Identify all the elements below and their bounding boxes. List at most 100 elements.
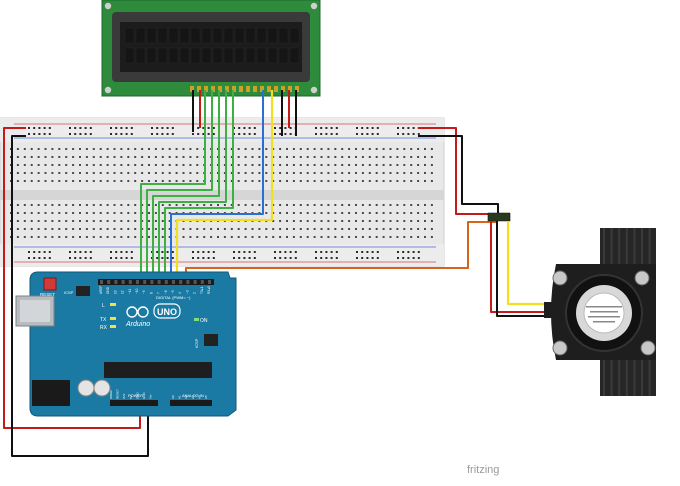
lcd-cell [168, 47, 179, 64]
analog-pin-label: A1 [178, 395, 182, 399]
power-pin-label: 3V3 [122, 393, 126, 399]
lcd-cell [135, 27, 146, 44]
icsp2-header [76, 286, 90, 296]
lcd-cell [289, 47, 300, 64]
digital-header [98, 279, 214, 285]
digital-pin-label: 12 [121, 290, 125, 294]
digital-label: DIGITAL (PWM= ~) [156, 295, 191, 300]
lcd-cell [289, 27, 300, 44]
wire-sensor-black [496, 221, 548, 317]
power-pin-label: GND [135, 392, 139, 400]
wire-gnd-black [11, 135, 149, 457]
power-label: POWER [128, 393, 143, 398]
power-header [110, 400, 158, 406]
lcd-cell [256, 47, 267, 64]
lcd-cell [124, 27, 135, 44]
lcd-header-pins [190, 86, 299, 92]
lcd-cell [135, 47, 146, 64]
digital-pin-label: 7 [157, 292, 161, 294]
wire-sensor-red [490, 221, 548, 313]
wire-lcd-rs-blue [170, 90, 264, 282]
lcd-cell [157, 27, 168, 44]
digital-pin-label: ~3 [185, 290, 189, 294]
reset-button[interactable] [43, 277, 57, 291]
wire-lcd-v0-yellow [175, 90, 274, 282]
capacitor-1 [77, 379, 95, 397]
power-pin-label: Vin [149, 394, 153, 399]
lcd-module [101, 0, 321, 97]
digital-pin-label: ~6 [164, 290, 168, 294]
sensor-pipe-top [600, 228, 656, 264]
lcd-cell [267, 27, 278, 44]
sensor-screw-3 [552, 340, 568, 356]
icsp2-label: ICSP [64, 290, 74, 295]
led-tx-label: TX [100, 317, 107, 323]
wire-sensor-yellow [506, 221, 548, 306]
lcd-cell [157, 47, 168, 64]
lcd-cell [168, 27, 179, 44]
led-rx-label: RX [100, 325, 108, 331]
digital-pin-label: 4 [178, 292, 182, 294]
lcd-cell [223, 47, 234, 64]
analog-pin-label: A2 [184, 395, 188, 399]
lcd-cell [146, 47, 157, 64]
digital-pin-label: ~9 [142, 290, 146, 294]
digital-pin-label: ~5 [171, 290, 175, 294]
capacitor-2 [93, 379, 111, 397]
power-pin-label: IOREF [109, 390, 113, 399]
lcd-cell [267, 47, 278, 64]
lcd-cell [278, 47, 289, 64]
lcd-cell [212, 27, 223, 44]
lcd-cell [201, 27, 212, 44]
lcd-cell [201, 47, 212, 64]
lcd-cell [245, 47, 256, 64]
lcd-cell [190, 27, 201, 44]
sensor-screw-4 [640, 340, 656, 356]
icsp-label: ICSP [194, 338, 199, 348]
breadboard-center-channel [0, 190, 444, 200]
fritzing-watermark: fritzing [467, 464, 499, 476]
sensor-screw-1 [552, 270, 568, 286]
wire-rail-black-right [418, 135, 499, 218]
brand-label: Arduino [125, 321, 150, 328]
lcd-cell [190, 47, 201, 64]
lcd-cell [234, 27, 245, 44]
wire-lcd-d7 [158, 90, 227, 282]
atmega-chip [104, 362, 212, 378]
analog-pin-label: A0 [171, 395, 175, 399]
analog-pin-label: A3 [191, 395, 195, 399]
power-pin-label: GND [142, 392, 146, 400]
wire-lcd-e [164, 90, 234, 282]
analog-label: ANALOG IN [182, 393, 204, 398]
led-on-label: ON [200, 318, 208, 324]
digital-pin-label: RX◂0 [207, 286, 211, 294]
power-pin-label: RESET [116, 389, 120, 399]
sensor-connector [487, 212, 511, 222]
digital-pin-label: ~10 [135, 288, 139, 294]
arduino-logo: Arduino UNO [125, 303, 181, 328]
digital-pin-label: 8 [149, 292, 153, 294]
digital-pin-label: 2 [193, 292, 197, 294]
wire-lcd-d6 [152, 90, 220, 282]
model-label: UNO [157, 307, 177, 317]
wire-lcd-d4 [140, 90, 206, 282]
lcd-cell [146, 27, 157, 44]
analog-header [170, 400, 212, 406]
wire-lcd-d5 [146, 90, 213, 282]
analog-pin-label: A4 [197, 395, 201, 399]
power-pin-label: 5V [129, 395, 133, 399]
lcd-character-cells [124, 27, 300, 64]
water-flow-sensor [544, 228, 656, 396]
breadboard-bottom-rail [0, 244, 444, 266]
sensor-screw-2 [634, 270, 650, 286]
lcd-cell [223, 27, 234, 44]
lcd-cell [256, 27, 267, 44]
digital-pin-label: GND [106, 286, 110, 294]
sensor-wire-stub [544, 302, 558, 318]
wire-rail-red-right [418, 127, 492, 215]
icsp-header [204, 334, 218, 346]
